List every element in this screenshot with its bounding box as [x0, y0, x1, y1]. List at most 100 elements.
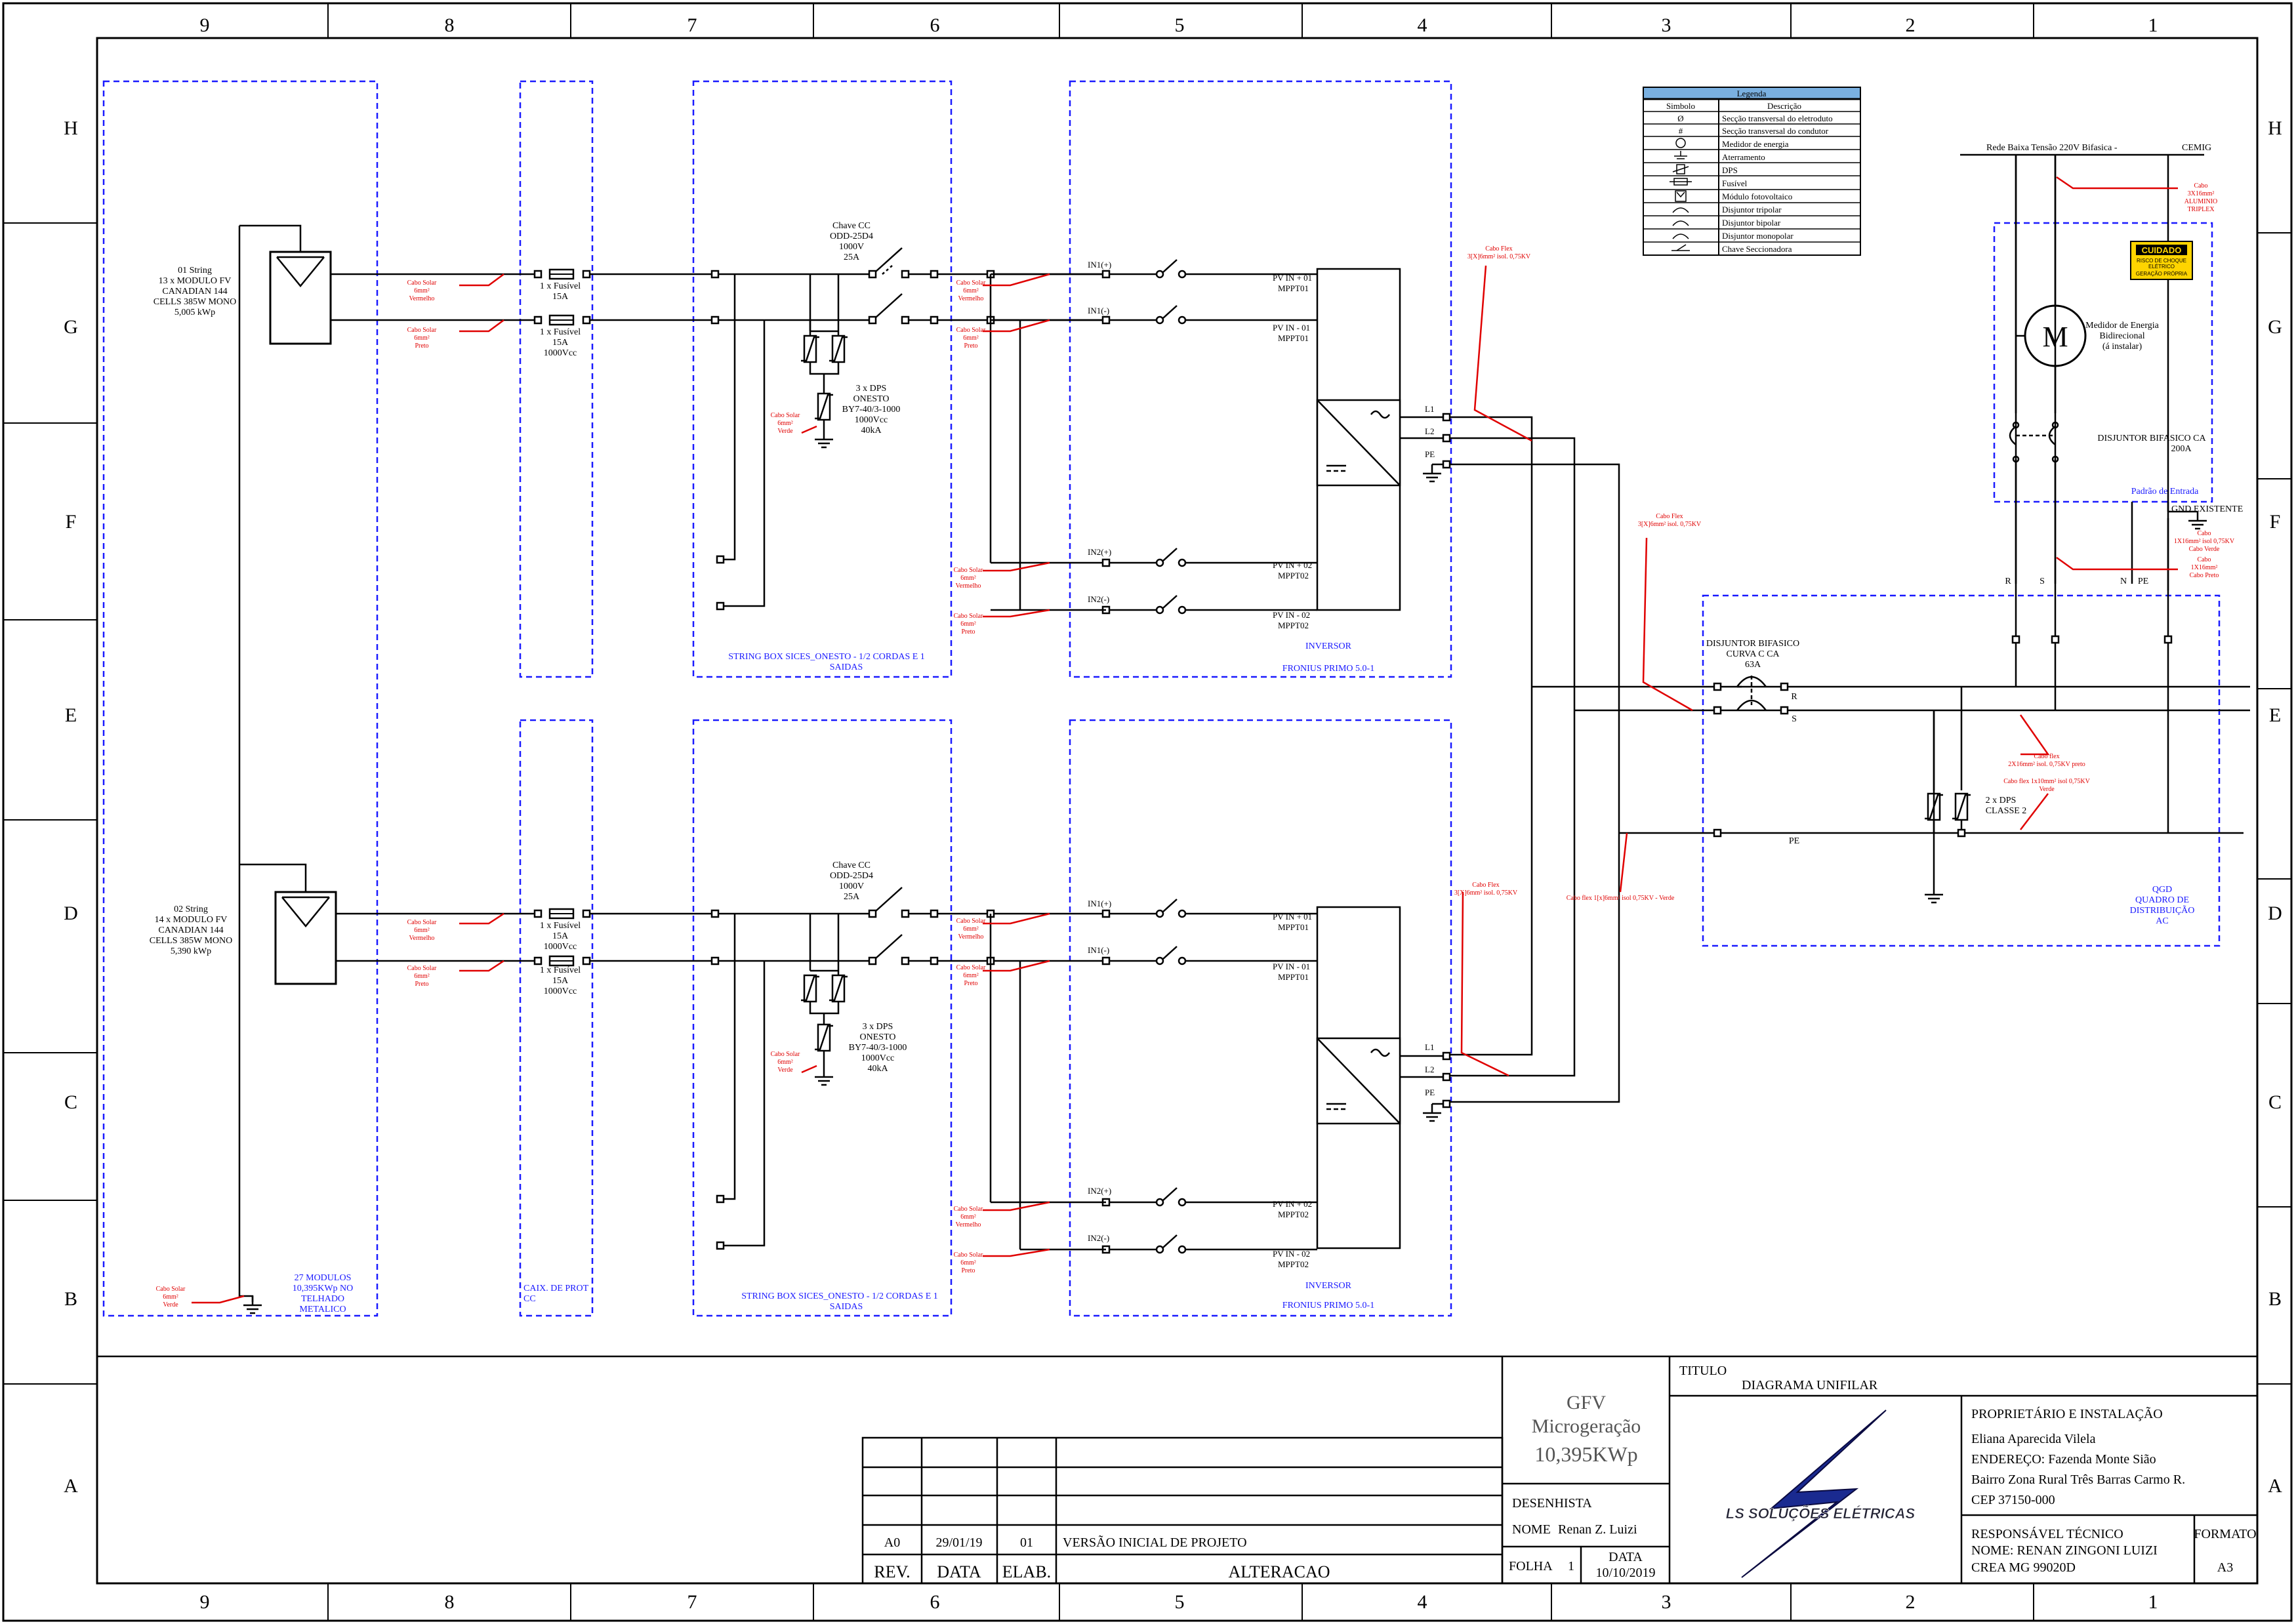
switch-cc-label: 25A — [844, 892, 860, 902]
cable-label: Vermelho — [958, 933, 984, 941]
row-label: B — [64, 1288, 77, 1310]
grid-pe: PE — [2138, 577, 2148, 586]
legend-desc: Chave Seccionadora — [1722, 244, 1792, 254]
modules-label: TELHADO — [301, 1294, 344, 1304]
fuses — [533, 268, 591, 967]
cable-label: Vermelho — [956, 1221, 981, 1228]
meter-label: Medidor de Energia — [2085, 321, 2159, 331]
cable-label: Cabo flex — [2034, 753, 2059, 760]
string-1-label: CANADIAN 144 — [162, 287, 227, 296]
port-label: MPPT02 — [1278, 620, 1309, 630]
port-label: IN2(-) — [1088, 1233, 1109, 1243]
fuse-label: 15A — [552, 338, 569, 348]
row-label: E — [65, 704, 77, 726]
cable-label: Cabo Solar — [954, 613, 983, 620]
qgd-pe: PE — [1789, 836, 1799, 846]
border-labels: 9 8 7 6 5 4 3 2 1 9 8 7 6 5 4 3 2 1 H G … — [64, 14, 2282, 1613]
ac-wiring — [1450, 155, 2250, 1103]
dps-cc-label: 40kA — [861, 426, 882, 436]
port-label: PV IN + 02 — [1273, 1199, 1312, 1209]
nome-value: Renan Z. Luizi — [1558, 1522, 1637, 1537]
cable-label: Preto — [964, 342, 977, 350]
fuse-label: 1000Vcc — [544, 942, 577, 952]
cable-label: Cabo Flex — [1472, 882, 1499, 889]
string-1-label: 5,005 kWp — [174, 308, 215, 317]
col-label: 9 — [200, 1591, 210, 1613]
dps-cc-label: 1000Vcc — [861, 1053, 895, 1063]
cable-label: Vermelho — [409, 935, 435, 942]
row-label: E — [2269, 704, 2281, 726]
row-label: D — [64, 903, 78, 924]
stringbox-bottom — [590, 887, 1105, 1250]
inverter-label-top: INVERSOR — [1305, 641, 1352, 651]
port-label: PV IN - 02 — [1273, 610, 1310, 620]
caix-box-bottom — [519, 719, 594, 1317]
port-label: MPPT01 — [1278, 283, 1309, 293]
col-label: 9 — [200, 14, 210, 36]
cable-label: Cabo Verde — [2189, 546, 2220, 553]
power-label: 10,395KWp — [1534, 1442, 1637, 1466]
cable-label: Preto — [415, 981, 428, 988]
header-rev: REV. — [874, 1562, 910, 1581]
cable-label: 3[X]6mm² isol. 0,75KV — [1638, 521, 1702, 528]
caix-box-top — [519, 80, 594, 678]
cable-label: 6mm² — [777, 1059, 793, 1066]
legend-header: Descrição — [1767, 101, 1801, 111]
cable-label: Verde — [2039, 786, 2055, 793]
inverter-top — [989, 258, 1451, 615]
cable-label: Cabo — [2197, 556, 2211, 563]
cable-label: Cabo Solar — [156, 1286, 186, 1293]
cable-label: Preto — [961, 1267, 975, 1274]
fuse-label: 1000Vcc — [544, 986, 577, 996]
port-label: L2 — [1425, 426, 1434, 436]
gfv-label: GFV — [1567, 1392, 1606, 1413]
cable-label: 6mm² — [963, 335, 979, 342]
warning-text: GERAÇÃO PRÓPRIA — [2136, 271, 2188, 277]
cable-label: Cabo Solar — [771, 1051, 800, 1058]
cable-label: Cabo Preto — [2190, 572, 2219, 579]
cable-label: Cabo Solar — [954, 567, 983, 574]
col-label: 8 — [445, 1591, 455, 1613]
col-label: 5 — [1175, 14, 1185, 36]
rev-elab: 01 — [1020, 1535, 1033, 1550]
port-label: PV IN + 01 — [1273, 912, 1312, 922]
switch-cc-label: ODD-25D4 — [830, 871, 873, 881]
switch-cc-label: Chave CC — [832, 221, 871, 231]
formato-value: A3 — [2217, 1560, 2233, 1575]
port-label: IN1(-) — [1088, 945, 1109, 955]
warning-text: ELÉTRICO — [2148, 264, 2175, 270]
port-label: PV IN - 02 — [1273, 1249, 1310, 1259]
inverter-bottom — [989, 898, 1451, 1254]
stringbox-label-top: STRING BOX SICES_ONESTO - 1/2 CORDAS E 1 — [728, 652, 925, 662]
legend-desc: Secção transversal do condutor — [1722, 126, 1829, 136]
legend-fuse-icon — [1670, 178, 1692, 186]
rede-label: Rede Baixa Tensão 220V Bifasica - — [1986, 143, 2118, 153]
stringbox-label-bottom: STRING BOX SICES_ONESTO - 1/2 CORDAS E 1 — [741, 1291, 938, 1301]
owner-label: PROPRIETÁRIO E INSTALAÇÃO — [1971, 1406, 2163, 1421]
meter-label: (á instalar) — [2102, 342, 2142, 352]
cable-label: Preto — [415, 342, 428, 350]
logo-text: LS SOLUÇÕES ELÉTRICAS — [1726, 1505, 1916, 1522]
resp-name: NOME: RENAN ZINGONI LUIZI — [1971, 1543, 2158, 1558]
cable-label: ALUMINIO — [2184, 198, 2218, 205]
data-label: DATA — [1609, 1550, 1643, 1564]
port-label: MPPT01 — [1278, 972, 1309, 982]
padrao-box — [1993, 222, 2213, 503]
grid-r: R — [2005, 577, 2011, 586]
cable-label: 2X16mm² isol. 0,75KV preto — [2008, 761, 2085, 768]
cable-label: Cabo Solar — [956, 327, 986, 334]
header-alteracao: ALTERACAO — [1228, 1562, 1330, 1581]
qgd-breaker-label: CURVA C CA — [1726, 649, 1780, 659]
cable-label: 6mm² — [414, 973, 430, 980]
warning-text: RISCO DE CHOQUE — [2137, 258, 2186, 264]
folha-label: FOLHA — [1509, 1559, 1553, 1573]
port-label: MPPT02 — [1278, 1209, 1309, 1219]
lightning-bolt-icon — [1741, 1410, 1887, 1578]
legend-desc: DPS — [1722, 165, 1738, 175]
cable-label: 3[X]6mm² isol. 0,75KV — [1467, 253, 1531, 260]
company-logo: LS SOLUÇÕES ELÉTRICAS — [1725, 1410, 1916, 1578]
col-label: 4 — [1418, 14, 1427, 36]
dps-cc-label: ONESTO — [860, 1032, 896, 1042]
legend-module-icon — [1675, 190, 1687, 202]
